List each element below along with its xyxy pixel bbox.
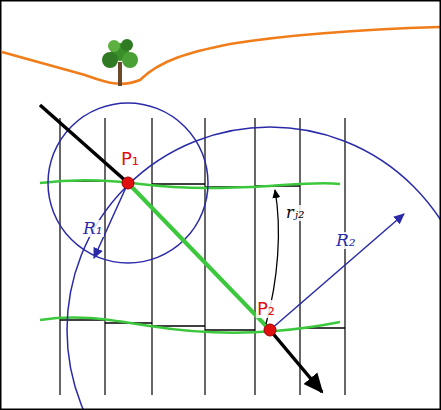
ray-segment — [128, 183, 270, 330]
terrain-line — [2, 27, 440, 84]
radius-arrow — [270, 214, 404, 330]
point-dot — [264, 324, 276, 336]
point-label: P₁ — [120, 150, 140, 168]
tree-icon — [102, 39, 138, 86]
radius-label: R₁ — [82, 220, 104, 237]
step-segments — [60, 181, 345, 330]
radius-label: R₂ — [335, 232, 357, 249]
radius-circle — [67, 127, 440, 409]
point-label: P₂ — [256, 300, 276, 318]
point-dot — [122, 177, 134, 189]
trace-curve — [40, 180, 340, 188]
trace-curve — [40, 318, 340, 333]
ray-line — [40, 105, 128, 183]
distance-label: rⱼ₂ — [285, 205, 305, 221]
ray-arrow — [270, 330, 322, 392]
